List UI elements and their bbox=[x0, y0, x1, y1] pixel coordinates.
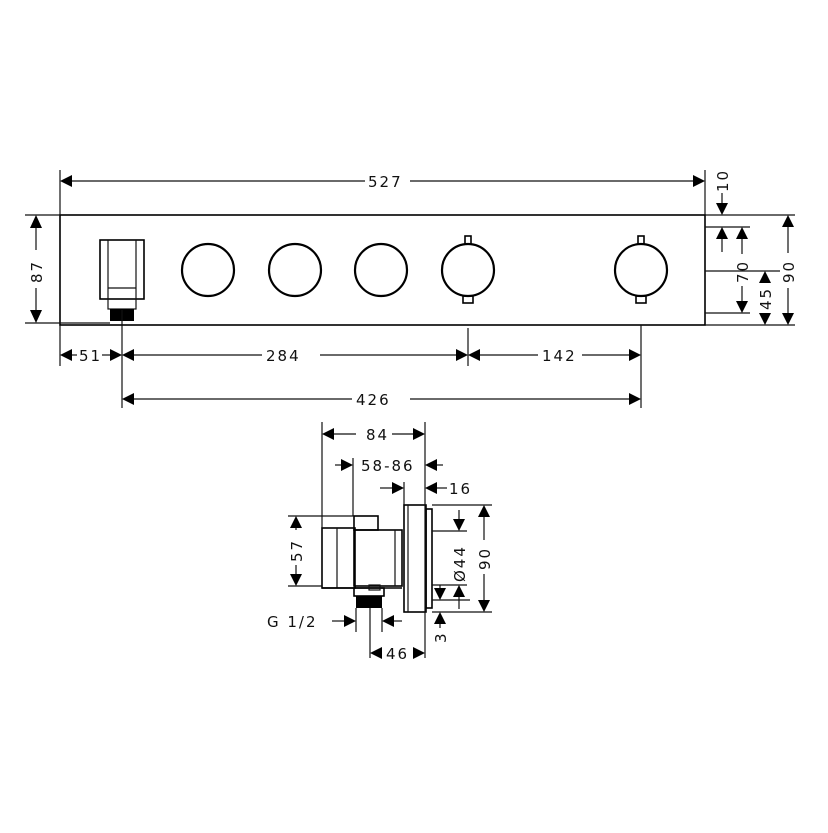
side-body-icon bbox=[321, 504, 433, 613]
button-1-icon bbox=[180, 242, 236, 298]
dim-diameter-44: Ø44 bbox=[451, 545, 469, 582]
dim-height-90: 90 bbox=[476, 547, 494, 570]
dim-span-total: 426 bbox=[356, 391, 391, 409]
dim-inner-45: 45 bbox=[757, 287, 775, 310]
dim-depth-84: 84 bbox=[366, 426, 389, 444]
dim-height-57: 57 bbox=[288, 539, 306, 562]
dim-left-offset: 51 bbox=[79, 347, 102, 365]
dim-inner-70: 70 bbox=[734, 260, 752, 283]
dim-top-offset: 10 bbox=[714, 169, 732, 192]
valve-knob-1-icon bbox=[440, 235, 496, 304]
dim-overall-width: 527 bbox=[368, 173, 403, 191]
dim-install-depth: 58-86 bbox=[361, 457, 415, 475]
faceplate bbox=[59, 214, 706, 326]
dim-span-outlet-valve: 284 bbox=[266, 347, 301, 365]
dim-offset-3: 3 bbox=[432, 631, 450, 643]
front-view: 527 87 51 284 142 426 bbox=[25, 169, 798, 409]
button-3-icon bbox=[353, 242, 409, 298]
dim-height-left: 87 bbox=[28, 260, 46, 283]
hose-outlet-icon bbox=[99, 239, 145, 321]
dim-span-valve-valve: 142 bbox=[542, 347, 577, 365]
side-view: 84 58-86 16 57 Ø44 bbox=[267, 422, 494, 663]
dim-height-right: 90 bbox=[780, 260, 798, 283]
dim-plate-16: 16 bbox=[449, 480, 472, 498]
dim-thread: G 1/2 bbox=[267, 613, 318, 631]
button-2-icon bbox=[267, 242, 323, 298]
valve-knob-2-icon bbox=[613, 235, 669, 304]
dim-offset-46: 46 bbox=[386, 645, 409, 663]
